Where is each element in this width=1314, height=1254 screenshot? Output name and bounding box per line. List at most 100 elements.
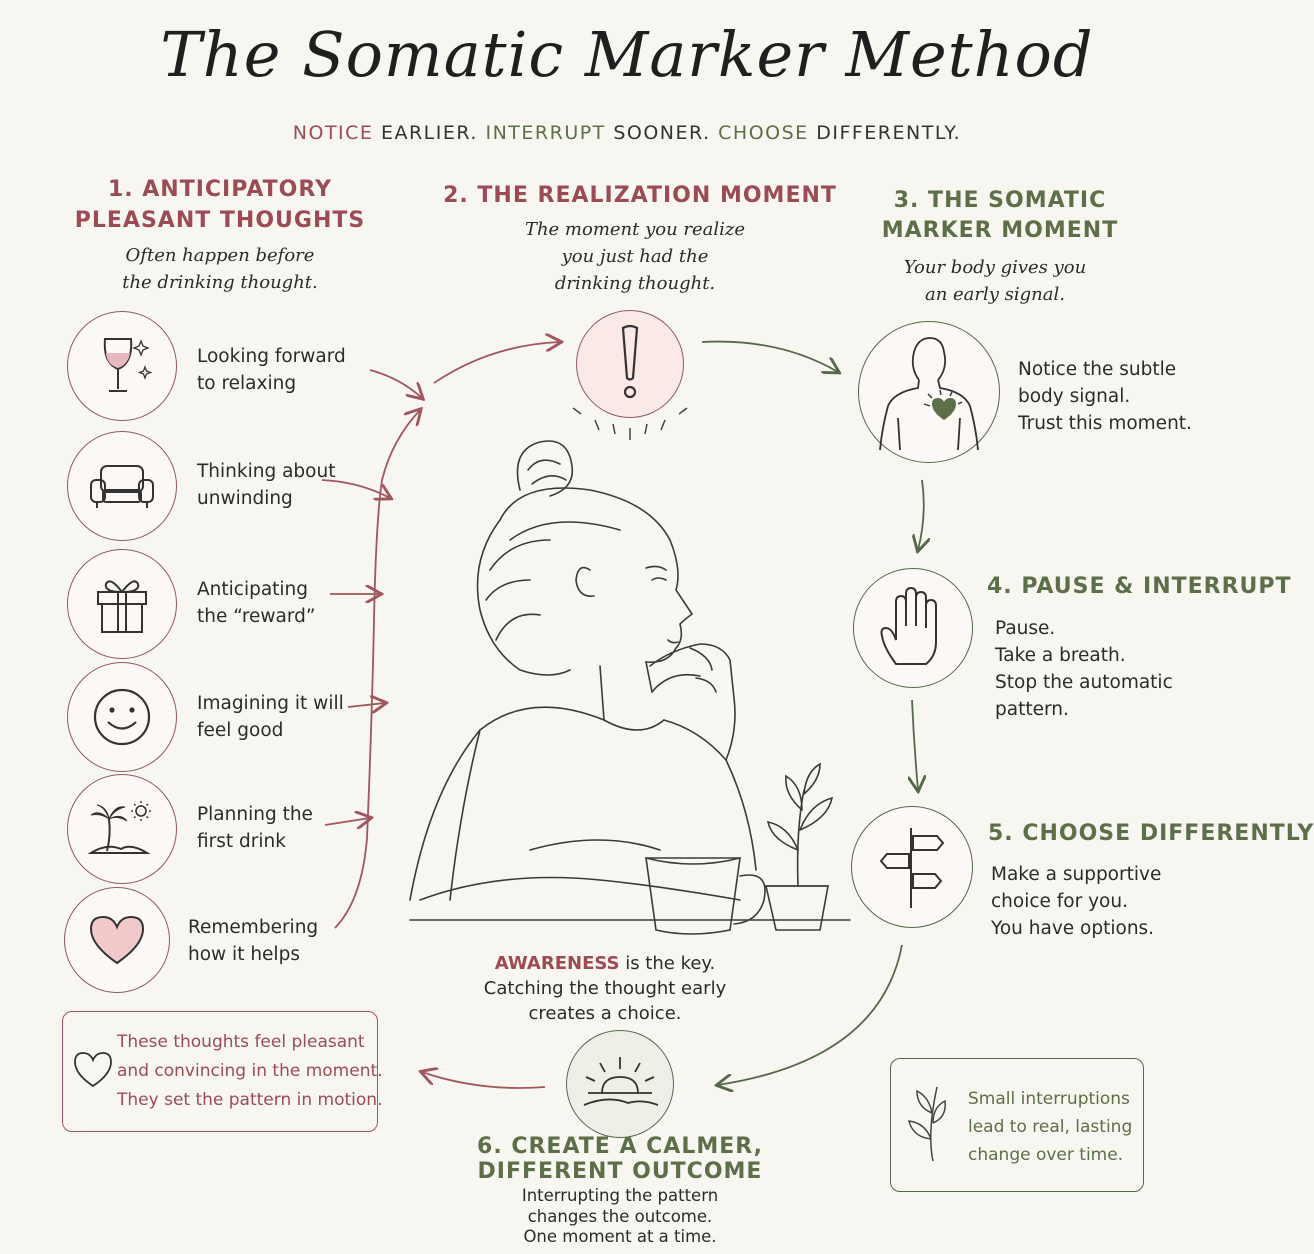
- item-text-relaxing: Looking forward to relaxing: [197, 343, 346, 397]
- pause-circle: [853, 568, 973, 688]
- body-heart-icon: [879, 337, 979, 451]
- step6-body-line1: Interrupting the pattern: [521, 1186, 719, 1205]
- step5-heading: 5. CHOOSE DIFFERENTLY: [988, 821, 1314, 846]
- pleasant-thoughts-text: These thoughts feel pleasant and convinc…: [117, 1028, 383, 1115]
- heart-icon: [89, 915, 145, 965]
- item-line: Looking forward: [197, 346, 346, 367]
- item-line: unwinding: [197, 488, 293, 509]
- step4-body-line3: Stop the automatic: [995, 672, 1173, 693]
- left-box-line3: They set the pattern in motion.: [117, 1090, 383, 1110]
- item-circle-feel-good: [67, 662, 177, 772]
- heart-outline-icon: [74, 1052, 112, 1088]
- left-box-line1: These thoughts feel pleasant: [117, 1032, 365, 1052]
- subtitle-notice: NOTICE: [292, 122, 374, 144]
- step4-body-line1: Pause.: [995, 618, 1056, 639]
- exclamation-icon: [621, 324, 639, 399]
- right-box-line2: lead to real, lasting: [968, 1117, 1133, 1137]
- awareness-rest: is the key.: [619, 953, 716, 974]
- item-text-how-it-helps: Remembering how it helps: [188, 914, 318, 968]
- subtitle-text-1: EARLIER.: [373, 122, 486, 144]
- step2-desc-line1: The moment you realize: [524, 219, 746, 240]
- palm-tree-icon: [87, 801, 151, 854]
- step3-body-line2: body signal.: [1018, 386, 1131, 407]
- step3-description: Your body gives you an early signal.: [850, 254, 1140, 308]
- subtitle: NOTICE EARLIER. INTERRUPT SOONER. CHOOSE…: [0, 122, 1254, 144]
- smiley-icon: [93, 688, 151, 746]
- item-text-unwinding: Thinking about unwinding: [197, 458, 335, 512]
- subtitle-text-2: SOONER.: [605, 122, 719, 144]
- step2-desc-line2: you just had the: [561, 246, 709, 267]
- awareness-note: AWARENESS is the key. Catching the thoug…: [440, 951, 770, 1026]
- realization-rays: [572, 407, 688, 440]
- armchair-icon: [90, 465, 154, 508]
- step6-heading: 6. CREATE A CALMER, DIFFERENT OUTCOME: [470, 1134, 770, 1184]
- awareness-line3: creates a choice.: [528, 1003, 682, 1024]
- sunrise-icon: [583, 1057, 659, 1106]
- sprig-icon: [908, 1086, 946, 1162]
- item-line: Thinking about: [197, 461, 336, 482]
- realization-circle: [576, 310, 684, 418]
- step1-heading-line2: PLEASANT THOUGHTS: [74, 208, 366, 233]
- step5-body-line3: You have options.: [991, 918, 1155, 939]
- step1-description: Often happen before the drinking thought…: [60, 242, 380, 296]
- awareness-line1: AWARENESS is the key.: [440, 951, 770, 976]
- item-circle-unwinding: [67, 431, 177, 541]
- step6-heading-line1: 6. CREATE A CALMER,: [477, 1134, 763, 1159]
- item-circle-how-it-helps: [64, 887, 170, 993]
- signpost-icon: [879, 828, 945, 908]
- item-circle-reward: [67, 549, 177, 659]
- item-line: how it helps: [188, 944, 300, 965]
- item-line: Imagining it will: [197, 693, 344, 714]
- step1-heading: 1. ANTICIPATORY PLEASANT THOUGHTS: [60, 174, 380, 236]
- step4-heading: 4. PAUSE & INTERRUPT: [987, 574, 1292, 599]
- right-box-line3: change over time.: [968, 1145, 1124, 1165]
- step2-heading: 2. THE REALIZATION MOMENT: [443, 183, 837, 208]
- item-line: feel good: [197, 720, 284, 741]
- choose-circle: [851, 806, 973, 928]
- step5-body: Make a supportive choice for you. You ha…: [991, 861, 1161, 942]
- item-line: to relaxing: [197, 373, 297, 394]
- subtitle-choose: CHOOSE: [718, 122, 809, 144]
- awareness-line2: Catching the thought early: [483, 978, 727, 999]
- outcome-circle: [566, 1030, 674, 1138]
- flow-arrows: [321, 0, 1254, 1254]
- step6-body-line3: One moment at a time.: [523, 1227, 717, 1246]
- step3-body-line3: Trust this moment.: [1018, 413, 1192, 434]
- wine-glass-icon: [103, 338, 153, 392]
- step3-desc-line2: an early signal.: [924, 284, 1065, 305]
- step1-desc-line1: Often happen before: [125, 245, 315, 266]
- item-text-reward: Anticipating the “reward”: [197, 576, 315, 630]
- step5-body-line2: choice for you.: [991, 891, 1128, 912]
- step6-heading-line2: DIFFERENT OUTCOME: [477, 1159, 763, 1184]
- awareness-keyword: AWARENESS: [494, 953, 620, 974]
- subtitle-interrupt: INTERRUPT: [485, 122, 606, 144]
- step1-heading-line1: 1. ANTICIPATORY: [107, 177, 333, 202]
- woman-illustration: [409, 440, 851, 935]
- subtitle-text-3: DIFFERENTLY.: [808, 122, 962, 144]
- step3-desc-line1: Your body gives you: [903, 257, 1087, 278]
- step4-body-line2: Take a breath.: [995, 645, 1126, 666]
- step5-body-line1: Make a supportive: [991, 864, 1162, 885]
- step6-body-line2: changes the outcome.: [527, 1206, 713, 1226]
- item-circle-first-drink: [67, 774, 177, 884]
- item-line: Remembering: [188, 917, 319, 938]
- item-text-first-drink: Planning the first drink: [197, 801, 313, 855]
- hand-stop-icon: [880, 586, 937, 665]
- lasting-change-text: Small interruptions lead to real, lastin…: [968, 1085, 1132, 1169]
- step3-heading: 3. THE SOMATIC MARKER MOMENT: [870, 186, 1130, 246]
- left-box-line2: and convincing in the moment.: [117, 1061, 383, 1081]
- step3-body-line1: Notice the subtle: [1018, 359, 1177, 380]
- step1-desc-line2: the drinking thought.: [122, 272, 318, 293]
- step6-body: Interrupting the pattern changes the out…: [470, 1186, 770, 1248]
- item-circle-relaxing: [67, 311, 177, 421]
- item-line: Anticipating: [197, 579, 309, 600]
- item-text-feel-good: Imagining it will feel good: [197, 690, 344, 744]
- pleasant-thoughts-note: These thoughts feel pleasant and convinc…: [62, 1011, 383, 1132]
- page-title: The Somatic Marker Method: [160, 18, 1094, 91]
- lasting-change-note: Small interruptions lead to real, lastin…: [890, 1058, 1144, 1192]
- somatic-circle: [858, 321, 1000, 463]
- step3-heading-line1: 3. THE SOMATIC: [893, 188, 1107, 213]
- step4-body: Pause. Take a breath. Stop the automatic…: [995, 615, 1173, 723]
- step2-description: The moment you realize you just had the …: [480, 216, 790, 297]
- item-line: the “reward”: [197, 606, 316, 627]
